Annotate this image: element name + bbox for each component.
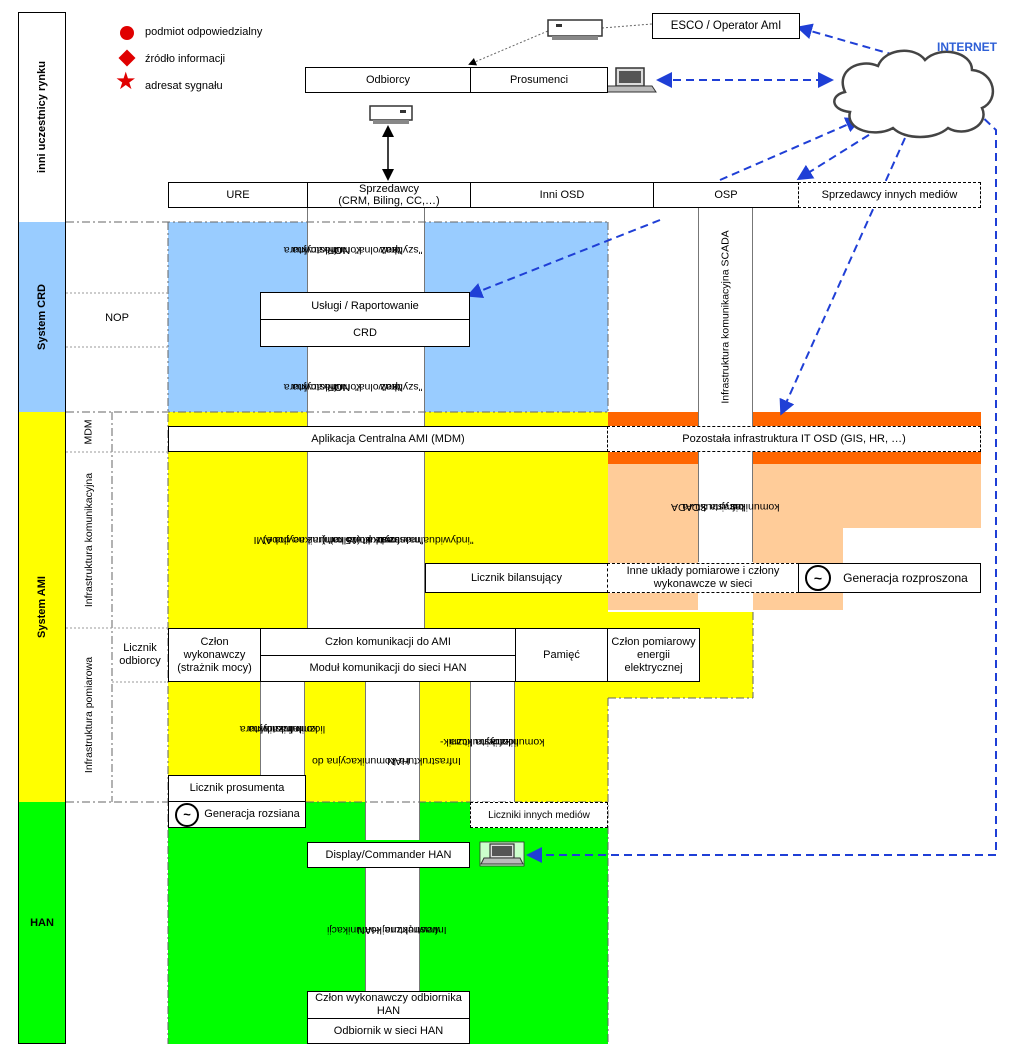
lanes-frame [18, 12, 66, 1044]
czlon-kom-box: Człon komunikacji do AMI [260, 628, 516, 656]
internet-label: INTERNET [937, 40, 997, 54]
channel-ll-2 [470, 682, 515, 802]
orange-band-2a [608, 452, 698, 464]
modem-icon [547, 19, 603, 40]
crd-box: CRD [260, 319, 470, 347]
odbiornik-box: Odbiornik w sieci HAN [307, 1018, 470, 1044]
lane-han: HAN [30, 917, 54, 929]
channel-han [365, 682, 420, 840]
channel-ll-1 [260, 682, 305, 775]
legend-diamond-label: źródło informacji [145, 53, 226, 65]
pamiec-box: Pamięć [515, 628, 608, 682]
legend-circle-icon [120, 26, 134, 40]
lane-market-bg [19, 13, 65, 221]
czlon-wyk-box: Człon wykonawczy (strażnik mocy) [168, 628, 261, 682]
nop-infra-top-b: "powolna"oraz"szybka" [354, 244, 423, 256]
esco-box: ESCO / Operator AmI [652, 13, 800, 39]
licznik-prosumenta-box: Licznik prosumenta [168, 775, 306, 802]
liczniki-innych-box: Liczniki innych mediów [470, 802, 608, 828]
orange-band-1b [753, 412, 981, 426]
ure-box: URE [168, 182, 308, 208]
orange-band-1a [608, 412, 698, 426]
laptop-icon [603, 67, 657, 93]
inne-uklady-box: Inne układy pomiarowe i człony wykonawcz… [607, 563, 799, 593]
czlon-pom-box: Człon pomiarowy energii elektrycznej [607, 628, 700, 682]
ami-infra-label-2: oraz"indywidualna - szybka" (15 min) [322, 452, 474, 628]
czlon-odbiornika-box: Człon wykonawczy odbiornika HAN [307, 991, 470, 1019]
orange-band-2b [753, 452, 981, 464]
cloud-icon [833, 49, 995, 139]
laptop-icon-2 [479, 841, 525, 867]
osp-box: OSP [653, 182, 799, 208]
odbiorcy-box: Odbiorcy [305, 67, 471, 93]
sublane-nop: NOP [105, 312, 129, 324]
uslugi-box: Usługi / Raportowanie [260, 292, 470, 320]
sprzedawcy-innych-box: Sprzedawcy innych mediów [798, 182, 981, 208]
legend-circle-label: podmiot odpowiedzialny [145, 26, 263, 38]
it-osd-box: Pozostała infrastruktura IT OSD (GIS, HR… [607, 426, 981, 452]
generacja-rozsiana-box: ~ Generacja rozsiana [168, 801, 306, 828]
channel-han-inner [365, 868, 420, 992]
legend-star-label: adresat sygnału [145, 80, 223, 92]
generacja-rozproszona-box: ~ Generacja rozproszona [798, 563, 981, 593]
ami-infra-line-4: "indywidualna - szybka" (15 min) [322, 534, 474, 546]
inni-osd-box: Inni OSD [470, 182, 654, 208]
channel-scada-bis [698, 452, 753, 562]
mdm-app-box: Aplikacja Centralna AMI (MDM) [168, 426, 608, 452]
channel-scada [698, 208, 753, 426]
modem-icon-2 [369, 105, 413, 124]
generacja-rozsiana-label: Generacja rozsiana [204, 808, 300, 820]
modul-han-box: Moduł komunikacji do sieci HAN [260, 655, 516, 682]
sprzedawcy-box: Sprzedawcy (CRM, Biling, CC,…) [307, 182, 471, 208]
generator-icon-2: ~ [175, 802, 199, 827]
peach-area-2 [753, 464, 981, 528]
display-han-box: Display/Commander HAN [307, 842, 470, 868]
licznik-bilansujacy-box: Licznik bilansujący [425, 563, 608, 593]
generator-icon: ~ [805, 565, 831, 591]
legend-star-icon: ★ [115, 68, 137, 95]
scada-infra: Infrastruktura komunikacyjna SCADA [719, 230, 732, 404]
nop-infra-bottom-b: "powolna"oraz"szybka" [354, 381, 423, 393]
licznik-odbiorcy-label: Licznik odbiorcy [112, 632, 168, 678]
channel-ami [307, 452, 425, 628]
generacja-rozproszona-label: Generacja rozproszona [843, 570, 968, 585]
prosumenci-box: Prosumenci [470, 67, 608, 93]
sprzedawcy-subtitle: (CRM, Biling, CC,…) [338, 195, 440, 207]
sprzedawcy-title: Sprzedawcy [359, 183, 419, 195]
